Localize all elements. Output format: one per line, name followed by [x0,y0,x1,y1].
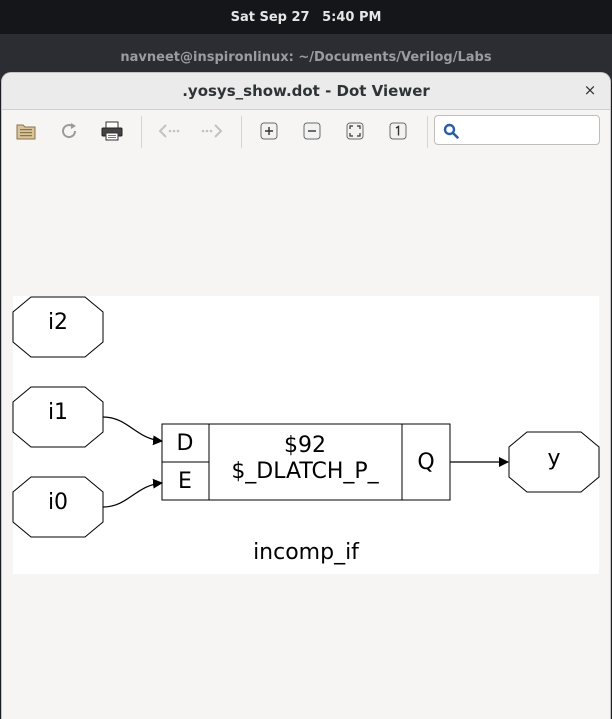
cell-type-label: $_DLATCH_P_ [231,459,379,484]
forward-icon [201,124,223,138]
toolbar-separator [427,116,428,148]
zoom-fit-icon [346,122,364,140]
netlist-graph[interactable]: i2 i1 i0 D E [2,155,610,719]
input-node-i2[interactable]: i2 [12,296,104,358]
back-icon [158,124,180,138]
window-titlebar[interactable]: .yosys_show.dot - Dot Viewer × [2,73,610,110]
output-node-y[interactable]: y [508,431,600,493]
zoom-in-button[interactable] [257,120,281,142]
print-icon [101,121,123,141]
search-box[interactable] [434,115,600,145]
dot-viewer-window: .yosys_show.dot - Dot Viewer × [2,73,610,719]
print-button[interactable] [100,120,124,142]
toolbar [2,110,610,154]
search-icon [443,123,459,139]
zoom-100-button[interactable] [386,120,410,142]
zoom-100-icon [389,122,407,140]
toolbar-separator [241,116,242,148]
input-label-i1: i1 [48,400,68,425]
cell-id-label: $92 [284,433,326,458]
module-name-label: incomp_if [253,540,360,565]
background-window-title: navneet@inspironlinux: ~/Documents/Veril… [120,50,492,65]
graph-canvas[interactable]: i2 i1 i0 D E [2,155,610,719]
open-folder-icon [16,124,36,140]
zoom-out-button[interactable] [300,120,324,142]
zoom-fit-button[interactable] [343,120,367,142]
edge-i1-to-d [102,416,163,446]
window-title: .yosys_show.dot - Dot Viewer [182,82,430,100]
system-top-bar: Sat Sep 27 5:40 PM [0,0,612,34]
system-clock[interactable]: Sat Sep 27 5:40 PM [227,10,386,25]
input-node-i0[interactable]: i0 [12,476,104,538]
graph-background [13,296,599,574]
toolbar-separator [141,116,142,148]
close-button[interactable]: × [580,80,600,100]
zoom-in-icon [260,122,278,140]
search-input[interactable] [463,118,597,144]
back-button[interactable] [157,120,181,142]
clock-date: Sat Sep 27 [230,9,310,25]
forward-button[interactable] [200,120,224,142]
port-q-label: Q [417,450,434,475]
input-label-i0: i0 [48,490,68,515]
input-node-i1[interactable]: i1 [12,386,104,448]
clock-time: 5:40 PM [322,9,382,25]
close-icon: × [583,81,597,99]
input-label-i2: i2 [48,310,68,335]
port-e-label: E [178,469,192,494]
port-d-label: D [177,431,194,456]
output-label-y: y [547,446,560,471]
reload-button[interactable] [57,120,81,142]
zoom-out-icon [303,122,321,140]
latch-cell[interactable]: D E $92 $_DLATCH_P_ Q [161,423,451,501]
edge-i0-to-e [102,478,163,508]
reload-icon [62,123,77,139]
open-button[interactable] [14,120,38,142]
